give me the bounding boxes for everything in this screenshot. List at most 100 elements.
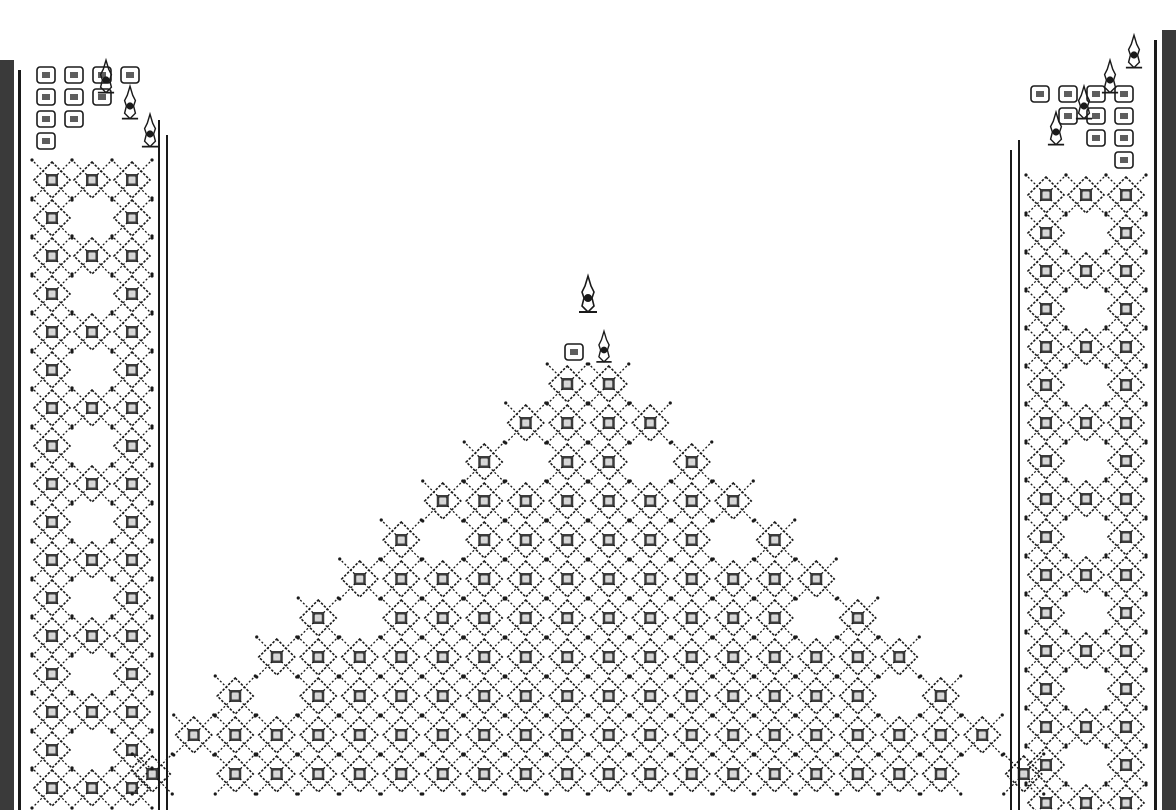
lattice-star-icon (504, 596, 547, 639)
lattice-star-icon (110, 728, 153, 771)
lattice-star-icon (670, 518, 713, 561)
lattice-star-icon (1104, 743, 1147, 786)
header-box-icon (1087, 108, 1105, 124)
edge-lattice-star-icon (878, 635, 921, 678)
edge-lattice-star-icon (546, 362, 589, 405)
edge-lattice-star-icon (712, 479, 755, 522)
lattice-star-icon (30, 158, 73, 201)
lattice-star-icon (110, 462, 153, 505)
apex-finial-icon (596, 331, 611, 362)
lattice-star-icon (1064, 249, 1107, 292)
lattice-star-icon (1024, 363, 1067, 406)
lattice-star-icon (30, 272, 73, 315)
header-box-icon (37, 111, 55, 127)
lattice-star-icon (380, 557, 423, 600)
finial-icon (142, 114, 158, 146)
lattice-star-icon (30, 310, 73, 353)
lattice-star-icon (1024, 249, 1067, 292)
finial-icon (122, 86, 138, 118)
lattice-star-icon (753, 635, 796, 678)
lattice-star-icon (110, 386, 153, 429)
lattice-star-icon (919, 752, 962, 795)
lattice-star-icon (110, 614, 153, 657)
lattice-star-icon (587, 557, 630, 600)
header-box-icon (1115, 130, 1133, 146)
lattice-star-icon (421, 557, 464, 600)
left-border-bar (0, 60, 14, 810)
lattice-star-icon (110, 158, 153, 201)
lattice-star-icon (1064, 477, 1107, 520)
lattice-star-icon (753, 596, 796, 639)
header-box-icon (1059, 86, 1077, 102)
lattice-star-icon (421, 713, 464, 756)
lattice-star-icon (546, 635, 589, 678)
lattice-star-icon (712, 713, 755, 756)
edge-lattice-star-icon (214, 674, 257, 717)
lattice-star-icon (629, 674, 672, 717)
lattice-star-icon (670, 557, 713, 600)
lattice-star-icon (380, 713, 423, 756)
lattice-star-icon (1024, 325, 1067, 368)
lattice-star-icon (795, 674, 838, 717)
lattice-star-icon (712, 635, 755, 678)
lattice-star-icon (587, 752, 630, 795)
lattice-star-icon (110, 310, 153, 353)
lattice-star-icon (70, 614, 113, 657)
lattice-star-icon (1104, 363, 1147, 406)
right-border-bar (1162, 30, 1176, 810)
lattice-star-icon (255, 752, 298, 795)
lattice-star-icon (297, 713, 340, 756)
lattice-star-icon (546, 713, 589, 756)
lattice-star-icon (546, 674, 589, 717)
left-inner-rule (158, 120, 160, 810)
edge-lattice-star-icon (380, 518, 423, 561)
lattice-star-icon (70, 234, 113, 277)
lattice-star-icon (1104, 173, 1147, 216)
lattice-star-icon (1104, 515, 1147, 558)
lattice-star-icon (546, 752, 589, 795)
lattice-star-icon (463, 479, 506, 522)
lattice-star-icon (70, 158, 113, 201)
lattice-star-icon (1104, 553, 1147, 596)
lattice-star-icon (30, 690, 73, 733)
edge-lattice-star-icon (836, 596, 879, 639)
left-border-rule (18, 70, 21, 810)
lattice-star-icon (504, 713, 547, 756)
edge-lattice-star-icon (587, 362, 630, 405)
lattice-star-icon (110, 500, 153, 543)
header-box-icon (1115, 152, 1133, 168)
lattice-star-icon (1104, 705, 1147, 748)
lattice-star-icon (110, 538, 153, 581)
lattice-star-icon (1064, 553, 1107, 596)
left-inner-rule (166, 135, 168, 810)
lattice-star-icon (30, 576, 73, 619)
lattice-star-icon (421, 635, 464, 678)
lattice-star-icon (1104, 591, 1147, 634)
edge-lattice-star-icon (504, 401, 547, 444)
lattice-star-icon (504, 752, 547, 795)
lattice-star-icon (70, 538, 113, 581)
header-box-icon (37, 89, 55, 105)
right-side-panel (1024, 35, 1147, 810)
lattice-star-icon (1104, 439, 1147, 482)
lattice-star-icon (1024, 667, 1067, 710)
lattice-star-icon (380, 674, 423, 717)
lattice-star-icon (297, 752, 340, 795)
edge-lattice-star-icon (753, 518, 796, 561)
lattice-star-icon (110, 424, 153, 467)
lattice-star-icon (1104, 249, 1147, 292)
edge-lattice-star-icon (919, 674, 962, 717)
lattice-star-icon (546, 401, 589, 444)
lattice-star-icon (587, 518, 630, 561)
edge-lattice-star-icon (1002, 752, 1045, 795)
lattice-star-icon (1024, 553, 1067, 596)
header-box-icon (65, 111, 83, 127)
lattice-star-icon (1024, 287, 1067, 330)
central-finials (565, 276, 612, 362)
lattice-star-icon (629, 635, 672, 678)
lattice-star-icon (878, 752, 921, 795)
lattice-star-icon (1104, 211, 1147, 254)
lattice-star-icon (70, 386, 113, 429)
apex-box-icon (565, 344, 583, 360)
